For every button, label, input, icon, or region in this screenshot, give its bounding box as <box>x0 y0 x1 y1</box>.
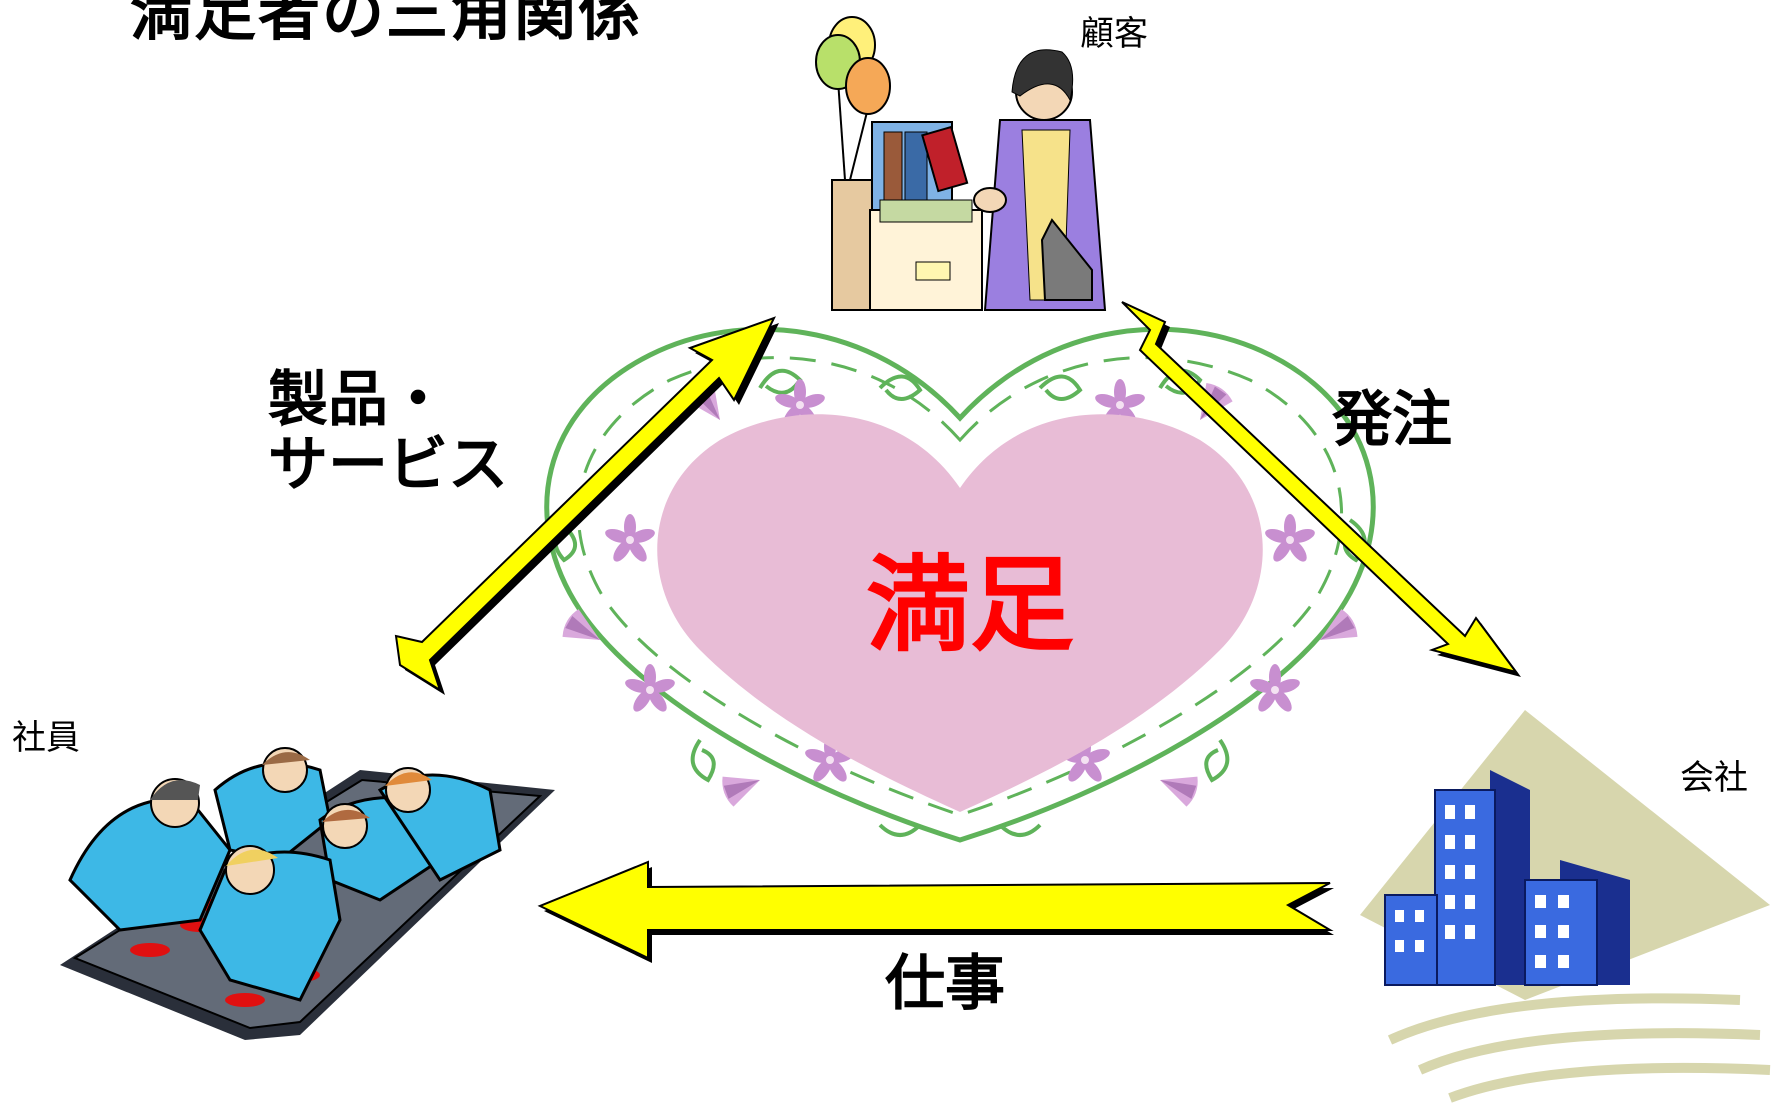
arrow-order <box>1121 301 1521 677</box>
employee-label: 社員 <box>12 718 80 758</box>
heart-shape <box>657 414 1263 812</box>
page-title: 満足者の三角関係 <box>130 0 643 49</box>
work-label: 仕事 <box>885 949 1005 1019</box>
product-service-label: 製品・ サービス <box>268 368 508 498</box>
heart-wreath <box>544 326 1376 843</box>
arrow-work <box>537 860 1334 963</box>
shopper-clipart <box>815 16 1107 311</box>
workers-clipart <box>60 747 555 1040</box>
customer-label: 顧客 <box>1080 14 1148 54</box>
arrow-product-service <box>394 316 779 695</box>
buildings-clipart <box>1360 710 1771 1103</box>
company-label: 会社 <box>1680 758 1748 798</box>
product-service-label-line2: サービス <box>268 429 508 500</box>
order-label: 発注 <box>1332 385 1452 455</box>
product-service-label-line1: 製品・ <box>268 365 448 435</box>
satisfaction-label: 満足 <box>865 544 1074 666</box>
